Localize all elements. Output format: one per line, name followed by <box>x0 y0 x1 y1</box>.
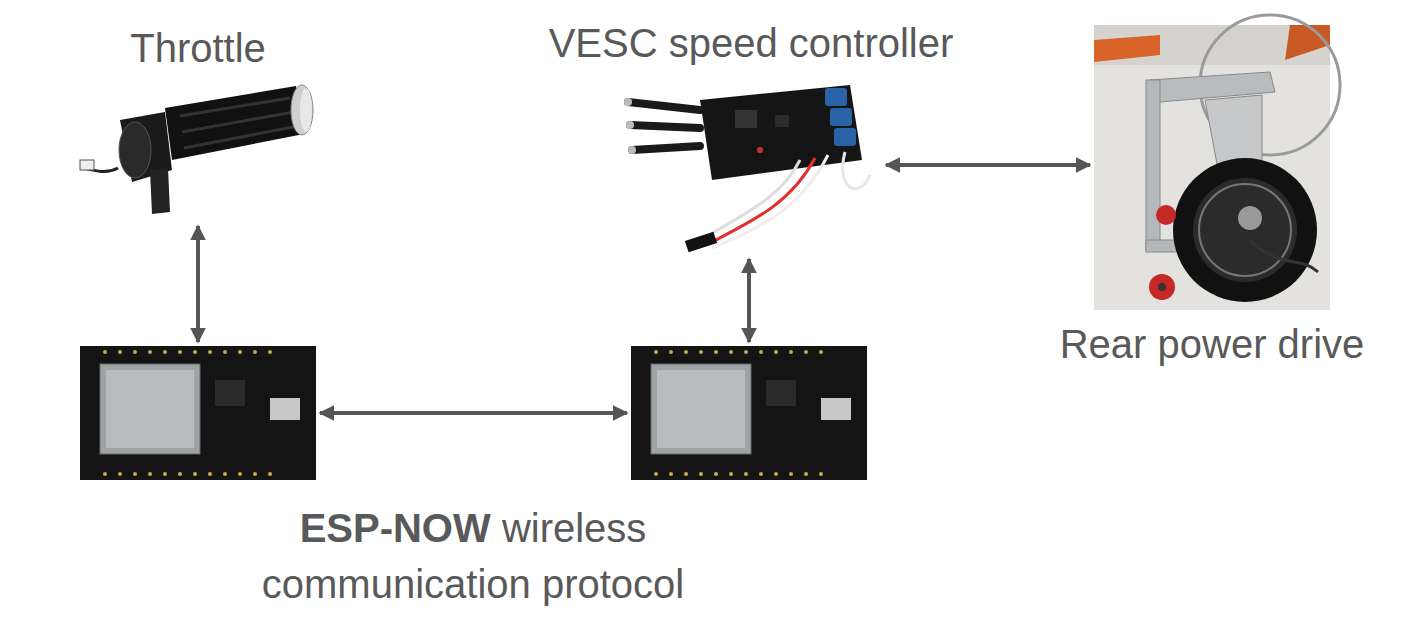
controller-node: VESC speed controller <box>620 75 882 255</box>
double-arrow <box>196 226 200 342</box>
throttle-node: Throttle <box>80 80 316 222</box>
node-label: VESC speed controller <box>549 19 954 67</box>
board-node <box>631 346 867 480</box>
drive-node: Rear power drive <box>1094 25 1330 310</box>
vesc-picture <box>624 85 870 252</box>
board-node <box>80 346 316 480</box>
node-label: Throttle <box>130 24 266 72</box>
esp32-board-picture <box>631 346 867 480</box>
rear-drive-photo <box>1094 15 1340 310</box>
caption-block: ESP-NOW wireless communication protocol <box>190 500 756 612</box>
node-label: Rear power drive <box>1060 320 1365 368</box>
esp32-board-picture <box>80 346 316 480</box>
double-arrow <box>886 163 1090 167</box>
double-arrow <box>320 411 627 415</box>
throttle-picture <box>80 85 313 214</box>
protocol-name: ESP-NOW <box>300 506 491 550</box>
double-arrow <box>747 259 751 342</box>
